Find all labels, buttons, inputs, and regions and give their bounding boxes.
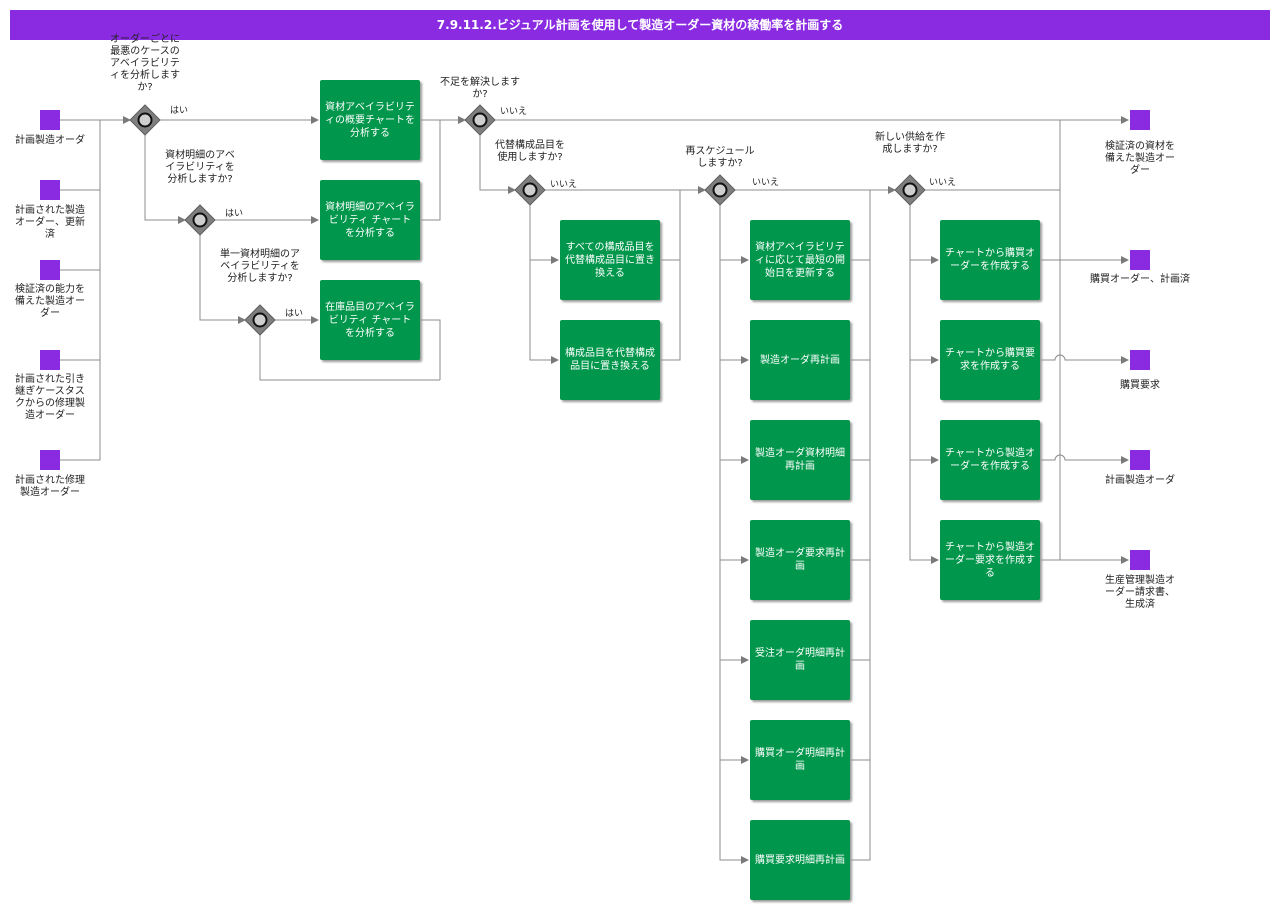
output-event-5-label: 生産管理製造オーダー請求書、生成済 (1105, 575, 1175, 610)
g5-no-label: いいえ (550, 180, 578, 190)
diagram-title: 7.9.11.2.ビジュアル計画を使用して製造オーダー資材の稼働率を計画する (10, 10, 1270, 40)
input-event-4 (40, 350, 60, 370)
output-event-2-label: 購買オーダー、計画済 (1090, 274, 1190, 285)
gateway-3-question: 単一資材明細のアベイラビリティを分析しますか? (220, 249, 300, 284)
output-event-3-label: 購買要求 (1120, 380, 1160, 391)
g1-yes-label: はい (170, 106, 189, 116)
gateway-1-question: オーダーごとに最悪のケースのアベイラビリティを分析しますか? (110, 34, 180, 93)
gateway-shapes (129, 104, 926, 336)
g7-no-label: いいえ (929, 178, 957, 188)
input-event-3-label: 検証済の能力を備えた製造オーダー (15, 284, 85, 319)
output-event-2 (1130, 250, 1150, 270)
input-event-4-label: 計画された引き 継ぎケースタス クからの修理製 造オーダー (15, 374, 85, 421)
task-replan-order-request[interactable]: 製造オーダ要求再計画 (750, 520, 850, 600)
task-create-purchase-order[interactable]: チャートから購買オーダーを作成する (940, 220, 1040, 300)
task-overview-chart[interactable]: 資材アベイラビリティの概要チャートを分析する (320, 80, 420, 160)
gateway-4-question: 不足を解決します か? (440, 77, 520, 100)
gateway-2-question: 資材明細のアベイラビリティを分析しますか? (165, 150, 235, 185)
task-inventory-item-chart[interactable]: 在庫品目のアベイラビリティ チャートを分析する (320, 280, 420, 360)
task-replan-purchase-line[interactable]: 購買オーダ明細再計画 (750, 720, 850, 800)
task-replan-production-order[interactable]: 製造オーダ再計画 (750, 320, 850, 400)
input-event-1-label: 計画製造オーダ (15, 135, 85, 146)
output-event-5 (1130, 550, 1150, 570)
output-event-1-label: 検証済の資材を備えた製造オーダー (1105, 141, 1175, 176)
input-event-1 (40, 110, 60, 130)
task-replan-sales-line[interactable]: 受注オーダ明細再計画 (750, 620, 850, 700)
task-replace-component[interactable]: 構成品目を代替構成品目に置き換える (560, 320, 660, 400)
g4-no-label: いいえ (500, 107, 528, 117)
task-replace-all-components[interactable]: すべての構成品目を代替構成品目に置き換える (560, 220, 660, 300)
output-event-4 (1130, 450, 1150, 470)
gateway-5-question: 代替構成品目を使用しますか? (495, 140, 565, 163)
gateway-6-question: 再スケジュールしますか? (685, 146, 755, 169)
input-event-5-label: 計画された修理製造オーダー (15, 475, 85, 498)
task-create-production-request[interactable]: チャートから製造オーダー要求を作成する (940, 520, 1040, 600)
input-event-3 (40, 260, 60, 280)
gateway-7-question: 新しい供給を作成しますか? (875, 132, 945, 155)
task-material-line-chart[interactable]: 資材明細のアベイラビリティ チャートを分析する (320, 180, 420, 260)
task-create-production-order[interactable]: チャートから製造オーダーを作成する (940, 420, 1040, 500)
g3-yes-label: はい (285, 309, 304, 319)
input-event-5 (40, 450, 60, 470)
task-replan-material-line[interactable]: 製造オーダ資材明細再計画 (750, 420, 850, 500)
task-create-purchase-request[interactable]: チャートから購買要求を作成する (940, 320, 1040, 400)
output-event-3 (1130, 350, 1150, 370)
g2-yes-label: はい (225, 209, 244, 219)
input-event-2-label: 計画された製造オーダー、更新済 (15, 205, 85, 240)
output-event-4-label: 計画製造オーダ (1105, 475, 1175, 486)
input-event-2 (40, 180, 60, 200)
task-replan-requisition-line[interactable]: 購買要求明細再計画 (750, 820, 850, 900)
output-event-1 (1130, 110, 1150, 130)
task-update-earliest-start[interactable]: 資材アベイラビリティに応じて最短の開始日を更新する (750, 220, 850, 300)
g6-no-label: いいえ (752, 178, 780, 188)
